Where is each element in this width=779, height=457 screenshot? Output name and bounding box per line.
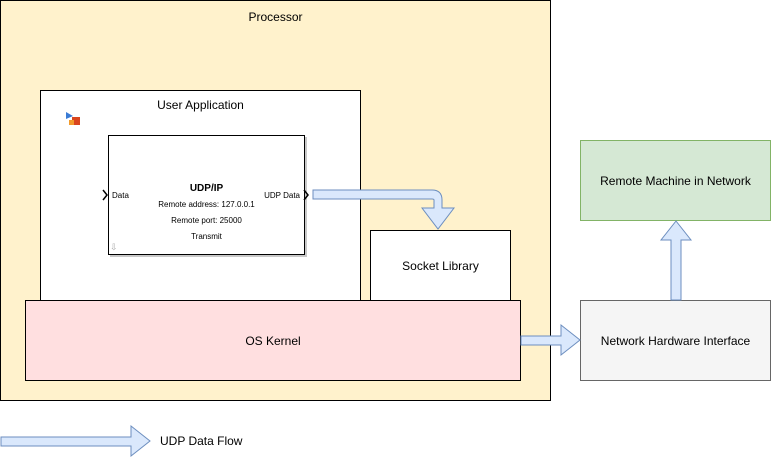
- udp-remote-address: Remote address: 127.0.0.1: [158, 200, 255, 209]
- flow-arrow-nic-to-remote: [659, 220, 693, 301]
- remote-machine-label: Remote Machine in Network: [600, 174, 751, 188]
- udp-mode: Transmit: [191, 232, 222, 241]
- udp-ip-block[interactable]: UDP/IP Remote address: 127.0.0.1 Remote …: [108, 135, 305, 255]
- user-application-box: User Application UDP/IP Remote address: …: [40, 90, 361, 301]
- network-hardware-interface-label: Network Hardware Interface: [600, 334, 751, 348]
- processor-title: Processor: [248, 10, 303, 24]
- udp-output-port-label: UDP Data: [264, 191, 300, 200]
- legend-label: UDP Data Flow: [160, 434, 243, 448]
- udp-remote-port: Remote port: 25000: [171, 216, 242, 225]
- simulink-model-icon: [65, 110, 81, 126]
- network-hardware-interface-box: Network Hardware Interface: [580, 300, 771, 381]
- udp-input-port-label: Data: [112, 191, 129, 200]
- remote-machine-box: Remote Machine in Network: [580, 140, 771, 221]
- os-kernel-label: OS Kernel: [245, 334, 301, 348]
- socket-library-box: Socket Library: [370, 230, 511, 301]
- socket-library-label: Socket Library: [402, 259, 479, 273]
- user-application-title: User Application: [157, 98, 244, 112]
- udp-block-title: UDP/IP: [189, 183, 224, 194]
- os-kernel-box: OS Kernel: [25, 300, 521, 381]
- down-arrow-icon: ⇩: [110, 242, 118, 252]
- legend-arrow: [0, 424, 151, 457]
